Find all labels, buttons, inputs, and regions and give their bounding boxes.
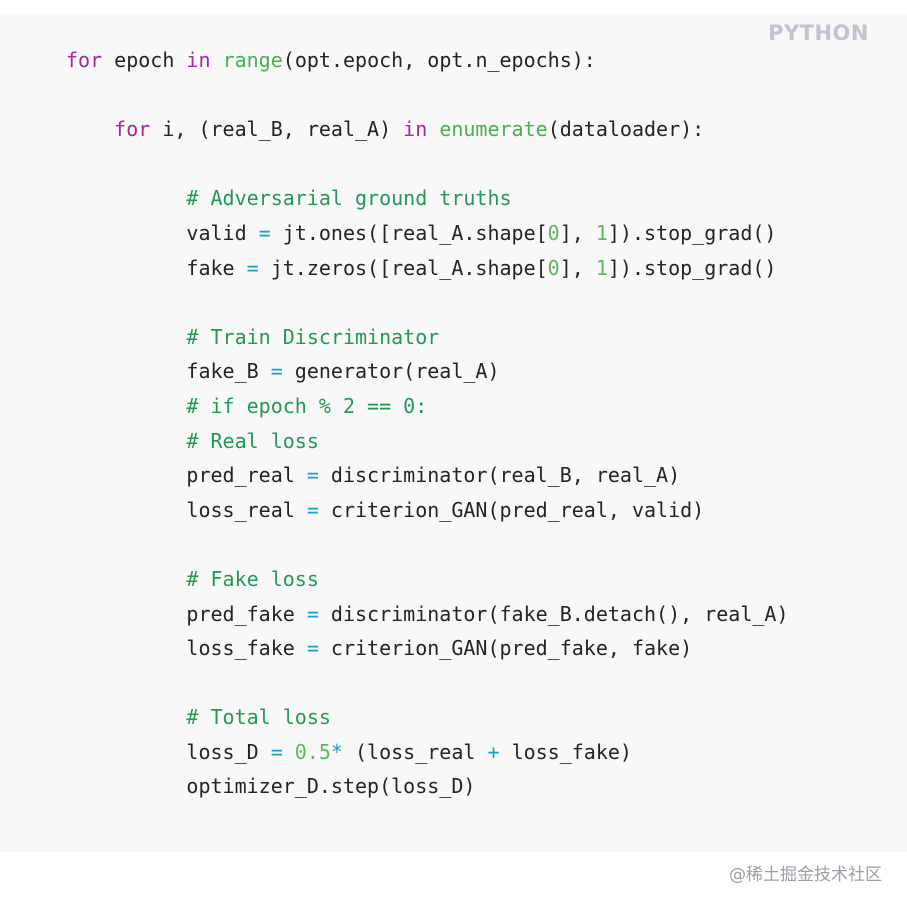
code-line: valid = jt.ones([real_A.shape[0], 1]).st… bbox=[66, 216, 788, 251]
code-token-op: + bbox=[487, 739, 500, 764]
code-line: # Train Discriminator bbox=[66, 320, 788, 355]
code-token: ], bbox=[559, 220, 596, 245]
code-line: optimizer_D.step(loss_D) bbox=[66, 769, 788, 804]
code-token-num: 1 bbox=[595, 255, 608, 280]
code-token-kw: for bbox=[114, 117, 151, 142]
code-token: fake_B bbox=[66, 359, 271, 384]
code-token: ], bbox=[559, 255, 596, 280]
code-token: jt.ones([real_A.shape[ bbox=[282, 220, 548, 245]
code-token: criterion_GAN(pred_fake, fake) bbox=[330, 636, 693, 661]
code-line: loss_fake = criterion_GAN(pred_fake, fak… bbox=[66, 631, 788, 666]
code-token-num: 1 bbox=[595, 220, 608, 245]
code-token: loss_fake) bbox=[511, 739, 632, 764]
code-token: loss_real bbox=[66, 497, 307, 522]
code-token bbox=[66, 567, 186, 591]
code-token-op: = bbox=[306, 497, 319, 522]
code-token-op: = bbox=[258, 220, 271, 245]
code-line bbox=[66, 285, 788, 320]
code-token-kw: in bbox=[403, 117, 428, 142]
code-token: valid bbox=[66, 220, 259, 245]
code-token-op: * bbox=[330, 739, 343, 764]
code-token bbox=[66, 705, 186, 729]
code-line: # Fake loss bbox=[66, 562, 788, 597]
code-token-fn: range bbox=[222, 48, 283, 72]
code-line bbox=[66, 527, 788, 562]
code-token: ]).stop_grad() bbox=[607, 255, 777, 280]
code-token: i, (real_B, real_A) bbox=[162, 117, 404, 142]
code-token-op: = bbox=[306, 636, 319, 661]
code-token: criterion_GAN(pred_real, valid) bbox=[330, 497, 705, 522]
code-line: loss_real = criterion_GAN(pred_real, val… bbox=[66, 493, 788, 528]
code-line: for epoch in range(opt.epoch, opt.n_epoc… bbox=[66, 43, 788, 78]
code-token bbox=[66, 429, 186, 453]
code-token: (opt.epoch, opt.n_epochs): bbox=[282, 48, 596, 72]
language-label: PYTHON bbox=[768, 21, 869, 45]
code-line: loss_D = 0.5* (loss_real + loss_fake) bbox=[66, 735, 788, 770]
code-token bbox=[66, 325, 186, 349]
code-token: generator(real_A) bbox=[294, 359, 500, 384]
code-line: # if epoch % 2 == 0: bbox=[66, 389, 788, 424]
code-content[interactable]: for epoch in range(opt.epoch, opt.n_epoc… bbox=[66, 43, 788, 804]
code-token-com: # Total loss bbox=[186, 705, 331, 730]
watermark: @稀土掘金技术社区 bbox=[729, 865, 882, 885]
code-token: fake bbox=[66, 255, 247, 280]
code-line: fake_B = generator(real_A) bbox=[66, 354, 788, 389]
code-token-com: # Real loss bbox=[186, 428, 319, 453]
code-token-op: = bbox=[246, 255, 259, 280]
code-token: discriminator(real_B, real_A) bbox=[330, 463, 681, 488]
code-token: ]).stop_grad() bbox=[607, 220, 777, 245]
code-token-com: # if epoch % 2 == 0: bbox=[186, 393, 428, 418]
code-token: loss_fake bbox=[66, 636, 307, 661]
code-line: # Adversarial ground truths bbox=[66, 181, 788, 216]
code-token-op: = bbox=[306, 601, 319, 626]
code-token: jt.zeros([real_A.shape[ bbox=[270, 255, 548, 280]
code-token-op: = bbox=[270, 739, 283, 764]
code-line: # Real loss bbox=[66, 424, 788, 459]
code-token-num: 0 bbox=[547, 220, 560, 245]
code-line: fake = jt.zeros([real_A.shape[0], 1]).st… bbox=[66, 251, 788, 286]
code-token-op: = bbox=[306, 463, 319, 488]
code-line: pred_fake = discriminator(fake_B.detach(… bbox=[66, 597, 788, 632]
code-token: optimizer_D.step(loss_D) bbox=[66, 774, 476, 799]
code-token bbox=[66, 394, 186, 418]
code-token: pred_fake bbox=[66, 601, 307, 626]
code-token-com: # Adversarial ground truths bbox=[186, 186, 512, 211]
code-token-com: # Fake loss bbox=[186, 566, 319, 591]
code-token-kw: for bbox=[66, 48, 103, 72]
code-line: pred_real = discriminator(real_B, real_A… bbox=[66, 458, 788, 493]
code-token: (loss_real bbox=[355, 739, 488, 764]
code-token: epoch bbox=[114, 48, 187, 72]
code-token-kw: in bbox=[186, 48, 211, 72]
code-token bbox=[66, 186, 186, 210]
code-token-com: # Train Discriminator bbox=[186, 324, 440, 349]
code-line bbox=[66, 147, 788, 182]
code-line: # Total loss bbox=[66, 700, 788, 735]
code-token-num: 0 bbox=[547, 255, 560, 280]
code-token bbox=[66, 117, 114, 141]
code-line bbox=[66, 666, 788, 701]
code-token: pred_real bbox=[66, 463, 307, 488]
code-token: (dataloader): bbox=[547, 117, 705, 142]
code-line: for i, (real_B, real_A) in enumerate(dat… bbox=[66, 112, 788, 147]
code-token-num: 0.5 bbox=[294, 739, 331, 764]
code-token-fn: enumerate bbox=[439, 117, 548, 142]
code-token: discriminator(fake_B.detach(), real_A) bbox=[330, 601, 789, 626]
code-block: PYTHON for epoch in range(opt.epoch, opt… bbox=[0, 14, 907, 852]
code-token-op: = bbox=[270, 359, 283, 384]
code-token: loss_D bbox=[66, 739, 271, 764]
code-line bbox=[66, 78, 788, 113]
